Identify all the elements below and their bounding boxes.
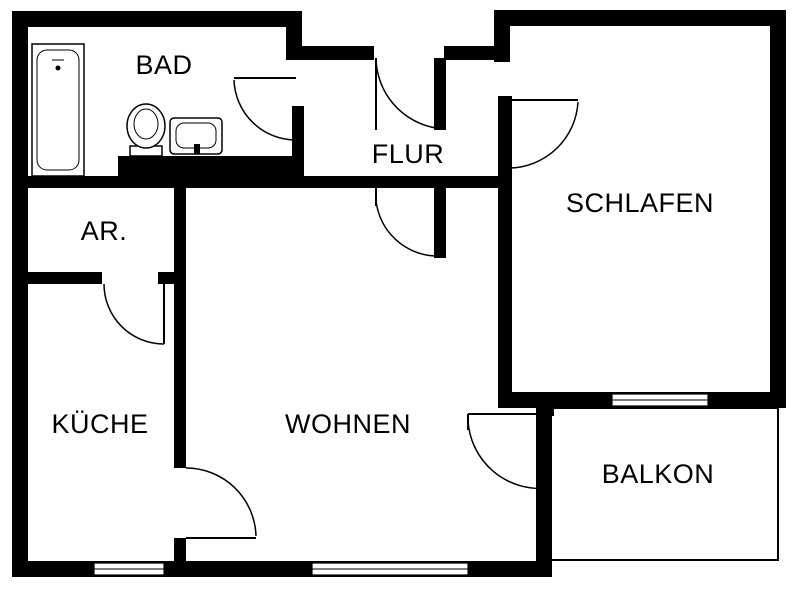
wall-flur-top-a — [286, 46, 374, 60]
wall-bad-flur-bottom — [12, 176, 512, 188]
wall-top-left — [12, 11, 302, 27]
bathtub-drain — [55, 65, 61, 71]
wall-kueche-right — [174, 272, 186, 468]
wall-flur-jamb-bottom — [434, 186, 446, 258]
label-schlafen: SCHLAFEN — [566, 188, 714, 218]
wall-left — [12, 11, 28, 577]
bathtub-inner — [36, 49, 80, 171]
wall-wohnen-right — [536, 404, 552, 577]
wall-ar-bottom-stub — [158, 272, 186, 284]
interior-walls — [12, 58, 554, 568]
label-kueche: KÜCHE — [51, 409, 148, 439]
sink-icon — [169, 117, 223, 155]
toilet-icon — [126, 103, 166, 157]
label-ar: AR. — [81, 216, 128, 246]
door-kueche-swing — [185, 467, 257, 537]
wall-schlafen-top — [494, 10, 786, 26]
label-wohnen: WOHNEN — [285, 409, 411, 439]
wall-kueche-right-bottom — [174, 538, 186, 568]
label-flur: FLUR — [372, 139, 445, 169]
wall-schlafen-left-top — [494, 10, 510, 62]
wall-bad-right — [292, 106, 304, 186]
balkon-outline — [552, 407, 779, 561]
wall-balkon-corner — [536, 396, 554, 416]
bathtub-outer — [31, 43, 85, 177]
door-balkon-swing — [467, 419, 549, 490]
exterior-walls — [12, 10, 786, 577]
wall-bottom — [12, 561, 552, 577]
door-flur-top-swing — [375, 57, 437, 129]
toilet-bowl — [126, 103, 166, 149]
label-balkon: BALKON — [602, 459, 715, 489]
wall-flur-jamb-top — [434, 58, 446, 130]
label-bad: BAD — [135, 50, 192, 80]
wall-ar-right — [174, 186, 186, 286]
door-schlafen-swing — [509, 101, 579, 169]
wall-ar-bottom — [12, 272, 102, 284]
windows — [93, 393, 709, 576]
door-bad-swing — [233, 79, 297, 141]
door-ar-swing — [103, 283, 165, 345]
door-wohnen-swing — [374, 187, 437, 257]
bathtub-icon — [31, 43, 85, 177]
sink-tap — [194, 144, 200, 154]
wall-schlafen-left — [498, 96, 512, 408]
wall-flur-top-b — [444, 46, 510, 60]
wall-schlafen-right — [770, 10, 786, 408]
doors — [103, 57, 579, 539]
room-labels: BAD FLUR SCHLAFEN AR. KÜCHE WOHNEN BALKO… — [51, 50, 715, 489]
balkon-railing — [468, 407, 779, 561]
toilet-seat — [133, 108, 159, 140]
wall-flur-step — [286, 11, 302, 47]
